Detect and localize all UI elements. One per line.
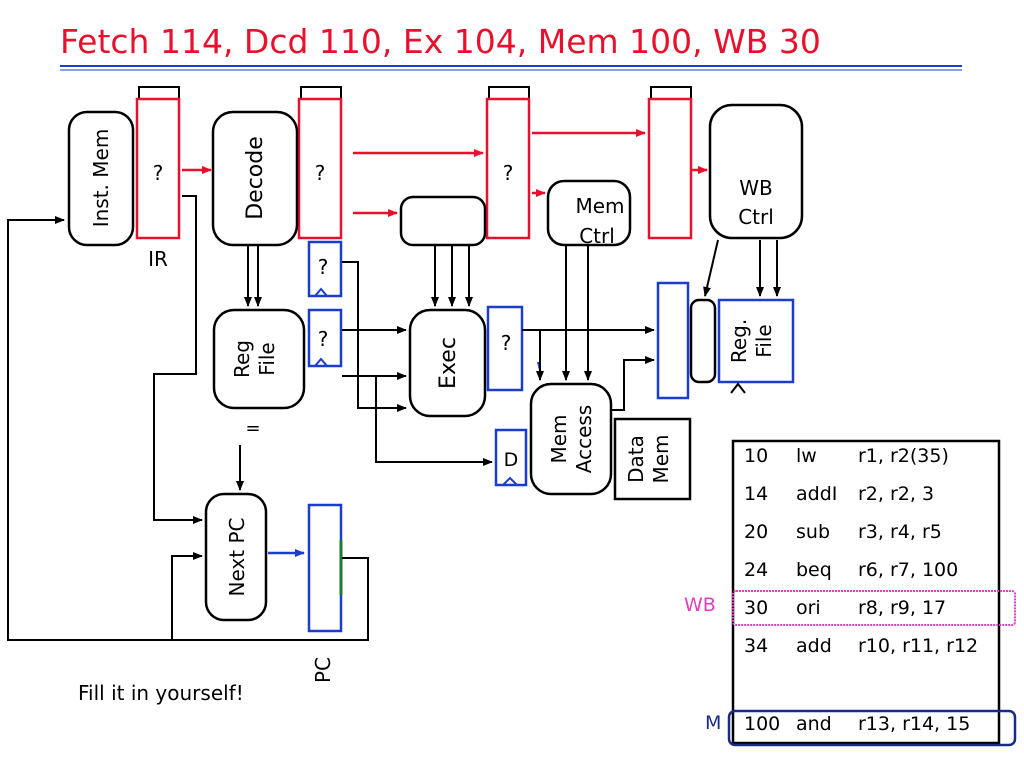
data-mem-label-line1: Data: [624, 435, 648, 483]
footnote: Fill it in yourself!: [78, 681, 244, 705]
mem-access-label-line1: Mem: [547, 414, 571, 463]
wb-ctrl-label-line1: WB: [739, 176, 773, 200]
reg-file-writeback-block: [717, 298, 795, 384]
reg-file-label-line2: File: [255, 342, 279, 375]
program-addr: 34: [744, 635, 768, 657]
program-row-wb-stage: 30 ori r8, r9, 17: [744, 597, 946, 619]
store-data-latch: [494, 428, 528, 487]
red-datapath-arrows: [182, 129, 708, 217]
reg-file-block: [212, 308, 306, 410]
decode-block: [211, 110, 299, 247]
mem-ctrl-block: [546, 179, 632, 247]
program-row: 34 add r10, r11, r12: [744, 635, 978, 657]
program-args: r8, r9, 17: [858, 597, 946, 619]
inst-mem-block: [67, 110, 135, 247]
next-pc-block: [204, 492, 268, 622]
wb-mux: [689, 298, 717, 384]
program-row: 20 sub r3, r4, r5: [744, 521, 942, 543]
program-row: 10 lw r1, r2(35): [744, 445, 949, 467]
program-args: r6, r7, 100: [858, 559, 958, 581]
data-mem-label-line2: Mem: [649, 434, 673, 483]
wb-stage-highlight: [732, 590, 1016, 626]
exec-block: [408, 308, 487, 418]
program-addr: 20: [744, 521, 768, 543]
black-datapath-wires: [7, 195, 781, 641]
mem-stage-highlight: [727, 709, 1017, 747]
next-pc-label: Next PC: [225, 518, 249, 597]
equals-label: =: [245, 418, 260, 439]
program-args: r3, r4, r5: [858, 521, 942, 543]
reg-read-b-latch: [307, 308, 343, 368]
mem-wb-data-latch: [656, 281, 690, 400]
mem-access-block: [529, 382, 613, 496]
program-row: 24 beq r6, r7, 100: [744, 559, 958, 581]
program-row-mem-stage: 100 and r13, r14, 15: [744, 713, 970, 735]
program-addr: 100: [744, 713, 780, 735]
pipeline-register-mem-wb: [647, 86, 693, 240]
program-row: 14 addI r2, r2, 3: [744, 483, 934, 505]
wb-stage-marker: WB: [684, 594, 716, 616]
program-addr: 10: [744, 445, 768, 467]
program-args: r10, r11, r12: [858, 635, 978, 657]
id-ex-register-value: ?: [315, 161, 326, 185]
program-args: r1, r2(35): [858, 445, 949, 467]
reg-file-clock-tick: [730, 382, 746, 394]
ir-label: IR: [148, 247, 168, 271]
data-mem-block: [613, 417, 692, 501]
pc-label: PC: [311, 657, 335, 683]
title-underline: [60, 65, 962, 71]
exec-result-latch: [486, 305, 524, 392]
wb-ctrl-label-line2: Ctrl: [738, 205, 774, 229]
mem-ctrl-label-line2: Ctrl: [579, 224, 615, 248]
program-op: sub: [796, 521, 830, 543]
ex-ctrl-block: [399, 195, 487, 247]
if-id-register-value: ?: [153, 161, 164, 185]
reg-read-a-latch: [307, 240, 343, 298]
mem-ctrl-label-line1: Mem: [575, 194, 624, 218]
program-op: ori: [796, 597, 821, 619]
reg-file-label-line1: Reg: [230, 340, 254, 378]
page-title: Fetch 114, Dcd 110, Ex 104, Mem 100, WB …: [60, 22, 821, 61]
ex-mem-register-value: ?: [503, 161, 514, 185]
store-data-label: D: [504, 449, 519, 471]
exec-result-value: ?: [501, 331, 512, 355]
program-op: beq: [796, 559, 832, 581]
mem-stage-marker: M: [705, 712, 721, 734]
reg-file-writeback-label-line1: Reg.: [727, 319, 751, 363]
program-op: lw: [796, 445, 817, 467]
pipeline-register-ex-mem: [485, 86, 531, 240]
reg-file-writeback-label-line2: File: [752, 324, 776, 357]
mem-access-label-line2: Access: [572, 405, 596, 473]
wb-ctrl-block: [708, 103, 804, 240]
inst-mem-label: Inst. Mem: [89, 129, 113, 228]
exec-label: Exec: [436, 337, 461, 389]
pipeline-register-if-id: [135, 86, 181, 240]
program-op: addI: [796, 483, 837, 505]
reg-read-b-value: ?: [318, 327, 329, 351]
program-op: add: [796, 635, 832, 657]
pipeline-register-id-ex: [297, 86, 343, 240]
program-addr: 14: [744, 483, 768, 505]
reg-read-a-value: ?: [318, 255, 329, 279]
program-addr: 30: [744, 597, 768, 619]
pc-register: [307, 503, 343, 633]
program-op: and: [796, 713, 832, 735]
program-args: r2, r2, 3: [858, 483, 934, 505]
decode-label: Decode: [243, 136, 268, 220]
program-addr: 24: [744, 559, 768, 581]
program-args: r13, r14, 15: [858, 713, 970, 735]
